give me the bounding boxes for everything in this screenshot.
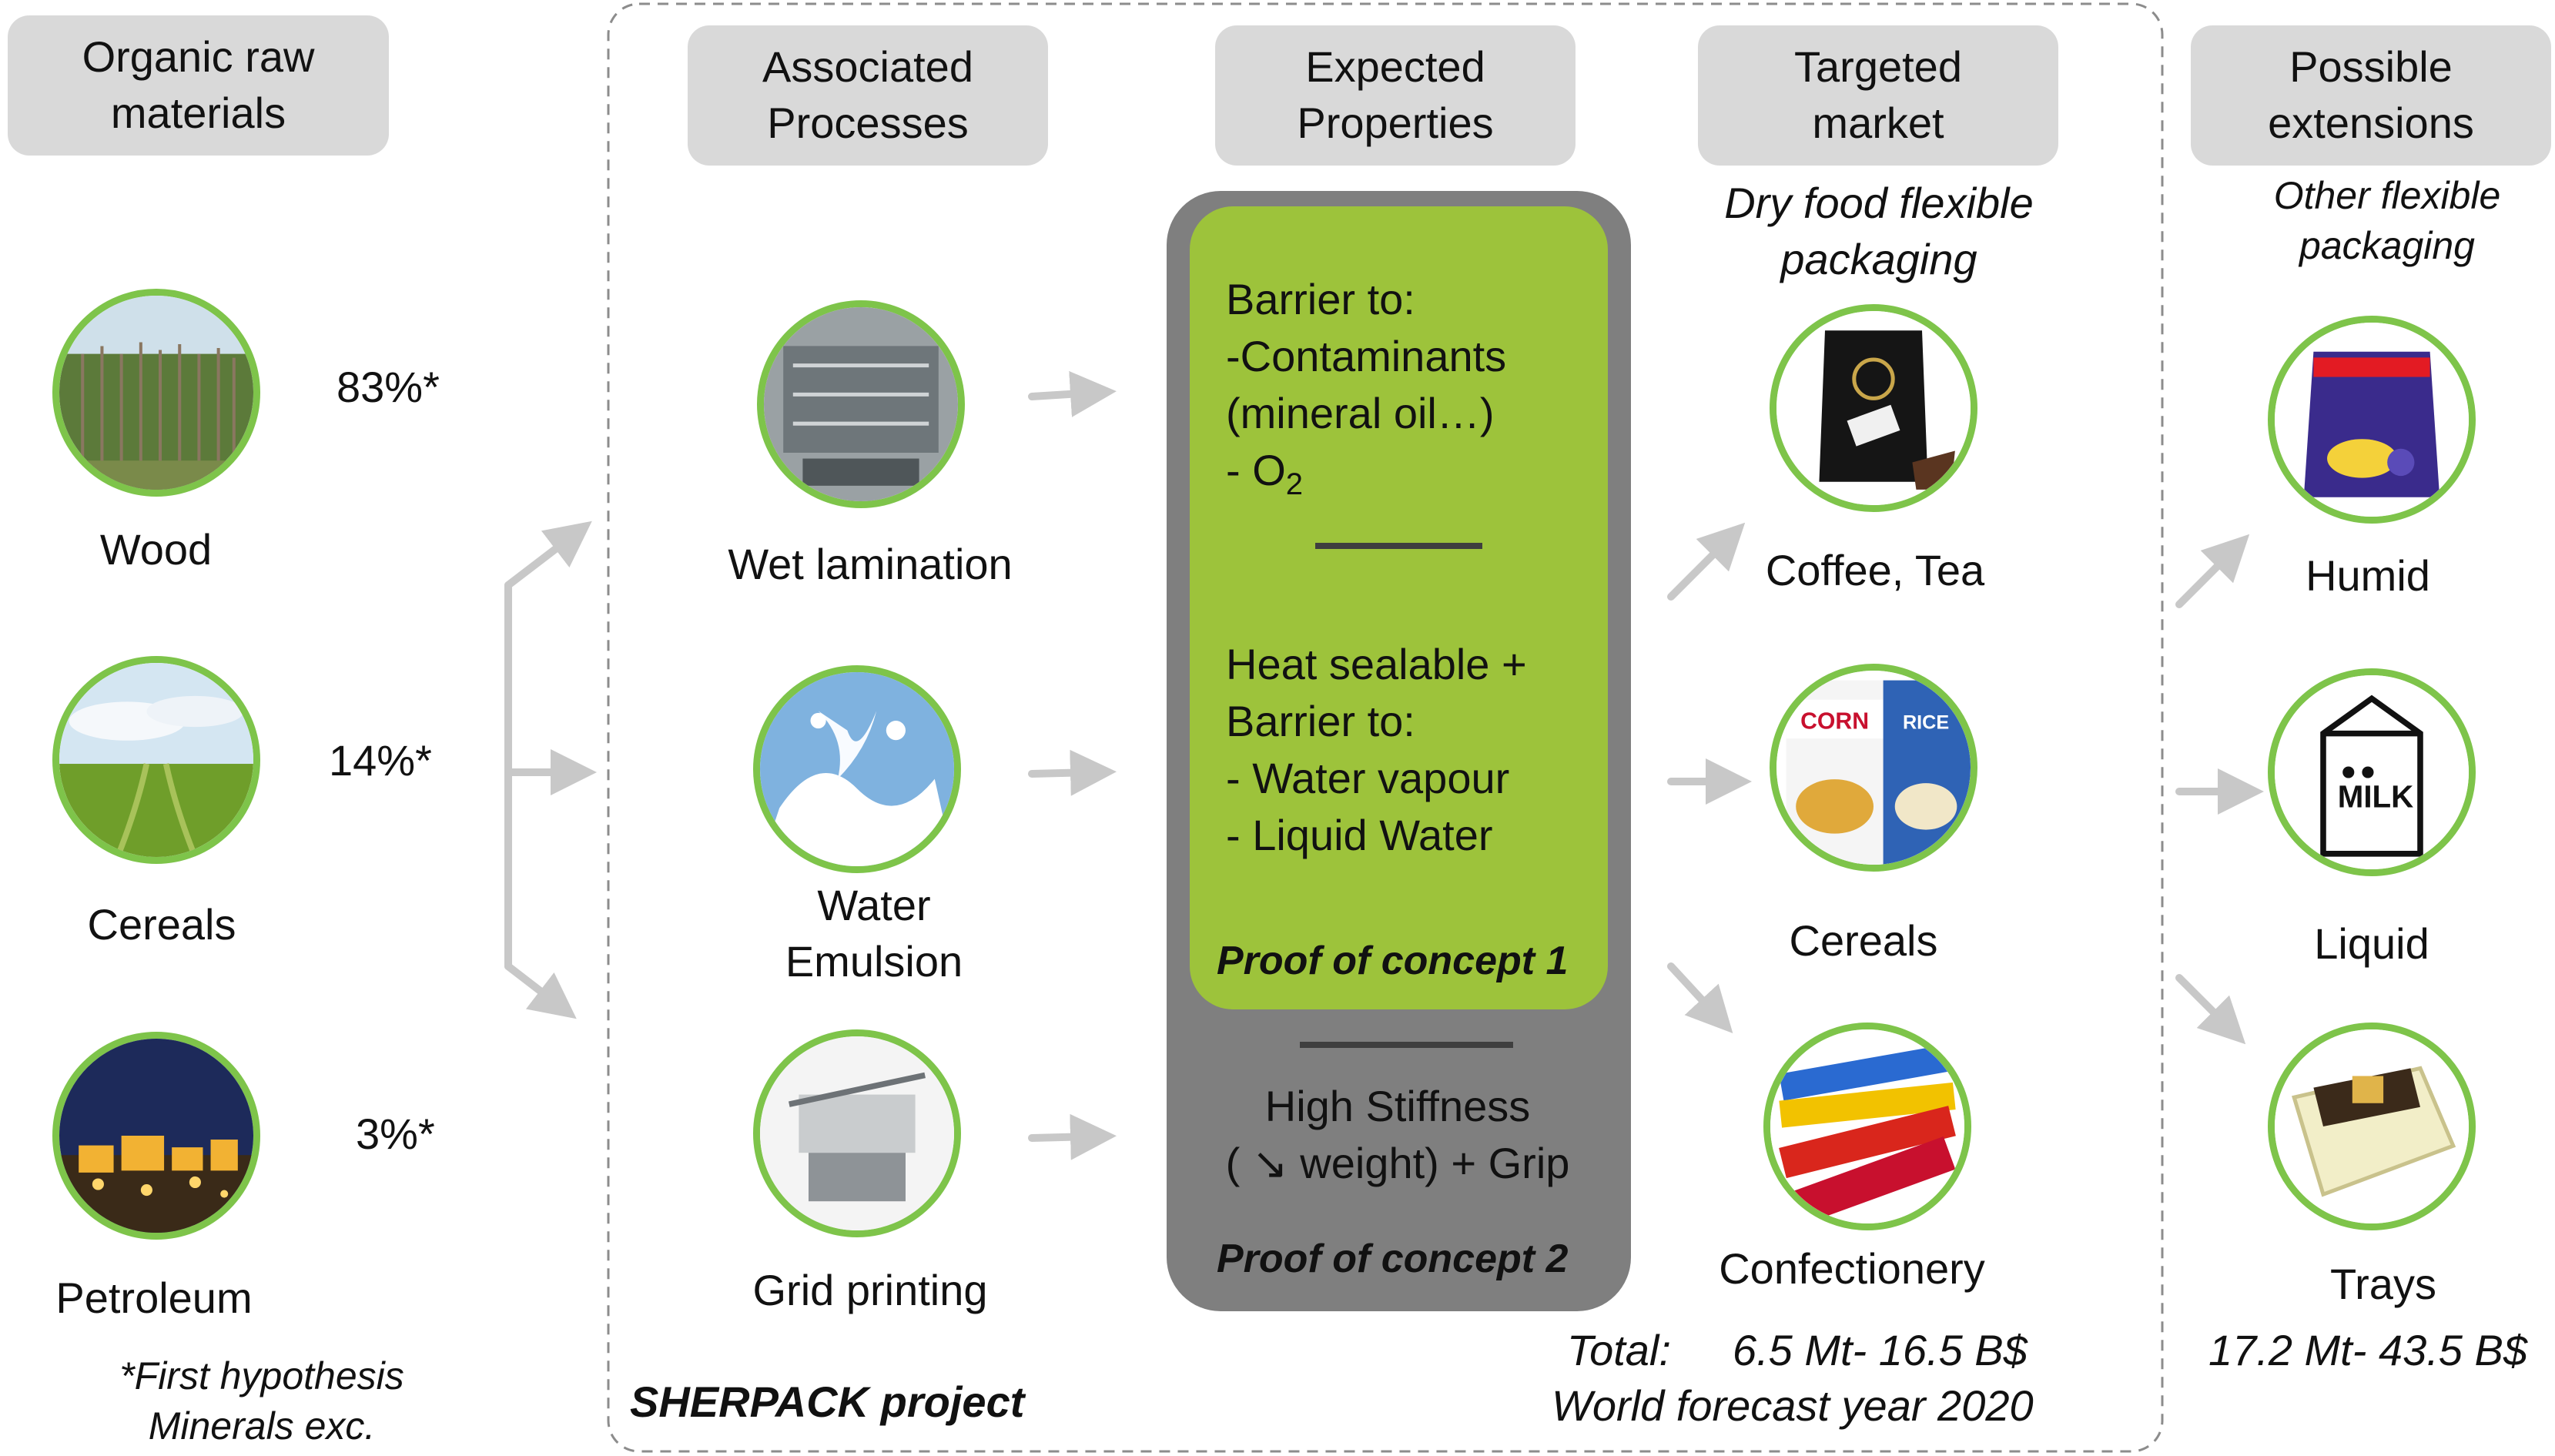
- humid-label: Humid: [2306, 551, 2430, 600]
- svg-text:RICE: RICE: [1903, 712, 1949, 734]
- svg-text:CORN: CORN: [1800, 709, 1869, 735]
- petroleum-share: 3%*: [356, 1110, 435, 1158]
- proof-of-concept-1-box: [1190, 206, 1608, 1009]
- grid-printing-image: [753, 1029, 961, 1237]
- liquid-label: Liquid: [2314, 919, 2429, 968]
- wet-lamination-label: Wet lamination: [728, 540, 1013, 588]
- water-emulsion-image: [753, 665, 961, 873]
- petroleum-label: Petroleum: [55, 1274, 253, 1322]
- wet-lamination-image: [757, 300, 965, 508]
- wood-share: 83%*: [337, 363, 440, 411]
- humid-image: [2268, 316, 2476, 524]
- grid-printing-label: Grid printing: [752, 1266, 988, 1314]
- wood-image: [52, 289, 260, 497]
- wood-label: Wood: [99, 525, 213, 574]
- properties-group-1: Barrier to: -Contaminants (mineral oil…)…: [1226, 275, 1507, 501]
- trays-label: Trays: [2330, 1260, 2436, 1308]
- market-forecast: World forecast year 2020: [1552, 1381, 2034, 1430]
- proof-of-concept-1-label: Proof of concept 1: [1217, 939, 1569, 983]
- cereals-field-image: [52, 656, 260, 864]
- svg-text:MILK: MILK: [2338, 778, 2414, 814]
- coffee-tea-image: [1770, 304, 1977, 512]
- confectionery-image: [1763, 1023, 1971, 1230]
- market-total: Total:6.5 Mt- 16.5 B$: [1567, 1326, 2028, 1374]
- cereals-market-label: Cereals: [1789, 916, 1938, 965]
- confectionery-label: Confectionery: [1719, 1244, 1985, 1293]
- petroleum-image: [52, 1032, 260, 1240]
- properties-group-2: Heat sealable + Barrier to: - Water vapo…: [1226, 640, 1527, 859]
- coffee-tea-label: Coffee, Tea: [1765, 546, 1985, 594]
- separator-2: [1300, 1042, 1513, 1048]
- liquid-image: MILK: [2268, 668, 2476, 876]
- cereals-share: 14%*: [329, 736, 432, 785]
- cereals-raw-label: Cereals: [87, 900, 236, 949]
- project-label: SHERPACK project: [630, 1377, 1025, 1426]
- proof-of-concept-2-label: Proof of concept 2: [1217, 1237, 1569, 1281]
- cereals-box-image: CORN RICE: [1770, 664, 1977, 872]
- trays-image: [2268, 1023, 2476, 1230]
- separator-1: [1315, 543, 1482, 549]
- extensions-total: 17.2 Mt- 43.5 B$: [2208, 1326, 2527, 1374]
- properties-group-3: High Stiffness ( ↘ weight) + Grip: [1225, 1082, 1570, 1187]
